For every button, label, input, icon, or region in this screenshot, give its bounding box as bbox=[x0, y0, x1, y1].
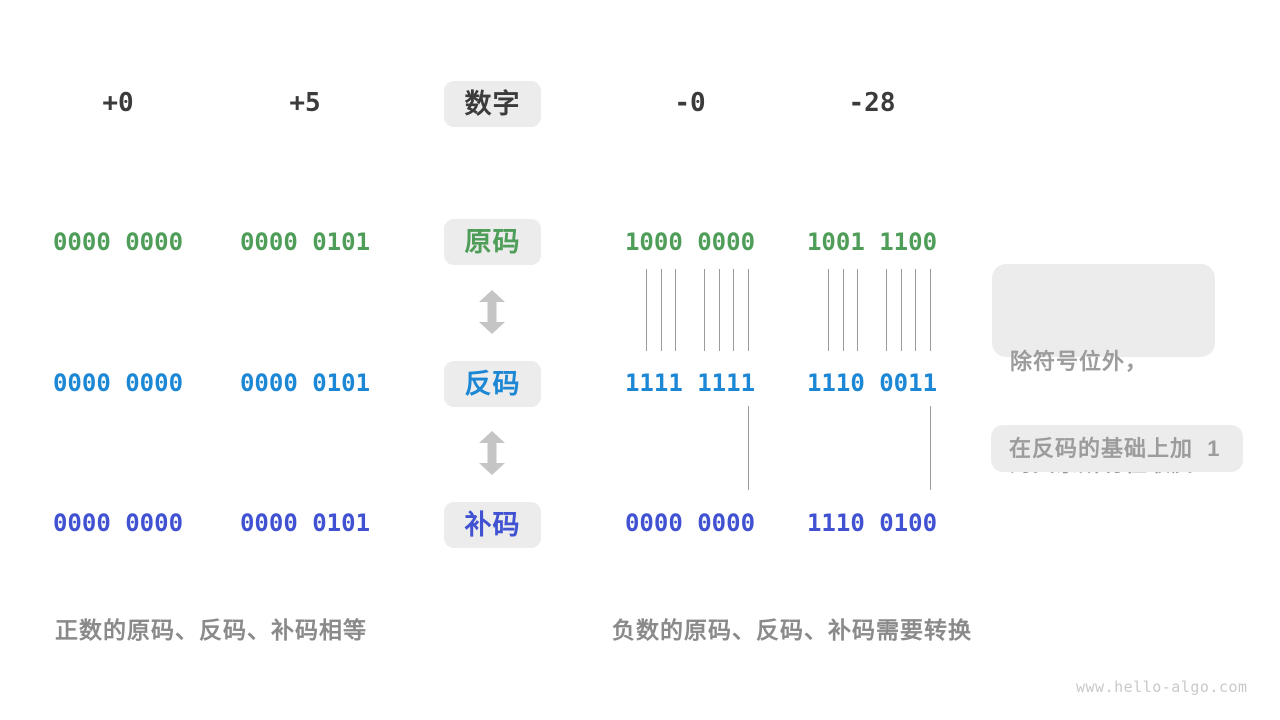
binary-value: 0000 0101 bbox=[239, 509, 371, 537]
bit-invert-line bbox=[915, 269, 916, 351]
binary-value: 0000 0101 bbox=[239, 369, 371, 397]
binary-value: 0000 0000 bbox=[52, 369, 184, 397]
watermark-url: www.hello-algo.com bbox=[1076, 678, 1248, 696]
up-down-arrow-icon bbox=[479, 431, 505, 475]
header-number-minus-28: -28 bbox=[848, 88, 896, 118]
bit-invert-line bbox=[719, 269, 720, 351]
binary-value: 1001 1100 bbox=[806, 228, 938, 256]
binary-value: 0000 0000 bbox=[624, 509, 756, 537]
binary-value: 0000 0101 bbox=[239, 228, 371, 256]
bit-invert-line bbox=[704, 269, 705, 351]
header-number-plus-five: +5 bbox=[289, 88, 321, 118]
bit-invert-line bbox=[675, 269, 676, 351]
note-add-one: 在反码的基础上加 1 bbox=[991, 425, 1243, 472]
add-one-line bbox=[930, 406, 931, 490]
binary-value: 0000 0000 bbox=[52, 228, 184, 256]
bit-invert-line bbox=[930, 269, 931, 351]
bit-invert-line bbox=[733, 269, 734, 351]
up-down-arrow-icon bbox=[479, 290, 505, 334]
row-label-sign-magnitude: 原码 bbox=[444, 219, 541, 265]
header-number-minus-zero: -0 bbox=[674, 88, 706, 118]
add-one-line bbox=[748, 406, 749, 490]
caption-negative-numbers: 负数的原码、反码、补码需要转换 bbox=[612, 617, 972, 643]
note-invert-bits: 除符号位外， 对其余所有位取反 bbox=[992, 264, 1215, 476]
bit-invert-line bbox=[661, 269, 662, 351]
bit-invert-line bbox=[748, 269, 749, 351]
caption-positive-numbers: 正数的原码、反码、补码相等 bbox=[55, 617, 367, 643]
binary-value: 1110 0011 bbox=[806, 369, 938, 397]
row-label-ones-complement: 反码 bbox=[444, 361, 541, 407]
row-label-twos-complement: 补码 bbox=[444, 502, 541, 548]
note-invert-line1: 除符号位外， bbox=[1010, 349, 1149, 374]
column-label-number: 数字 bbox=[444, 81, 541, 127]
header-number-plus-zero: +0 bbox=[102, 88, 134, 118]
bit-invert-line bbox=[828, 269, 829, 351]
binary-value: 0000 0000 bbox=[52, 509, 184, 537]
binary-value: 1111 1111 bbox=[624, 369, 756, 397]
bit-invert-line bbox=[857, 269, 858, 351]
binary-value: 1110 0100 bbox=[806, 509, 938, 537]
bit-invert-line bbox=[901, 269, 902, 351]
bit-invert-line bbox=[646, 269, 647, 351]
bit-invert-line bbox=[886, 269, 887, 351]
binary-value: 1000 0000 bbox=[624, 228, 756, 256]
bit-invert-line bbox=[843, 269, 844, 351]
